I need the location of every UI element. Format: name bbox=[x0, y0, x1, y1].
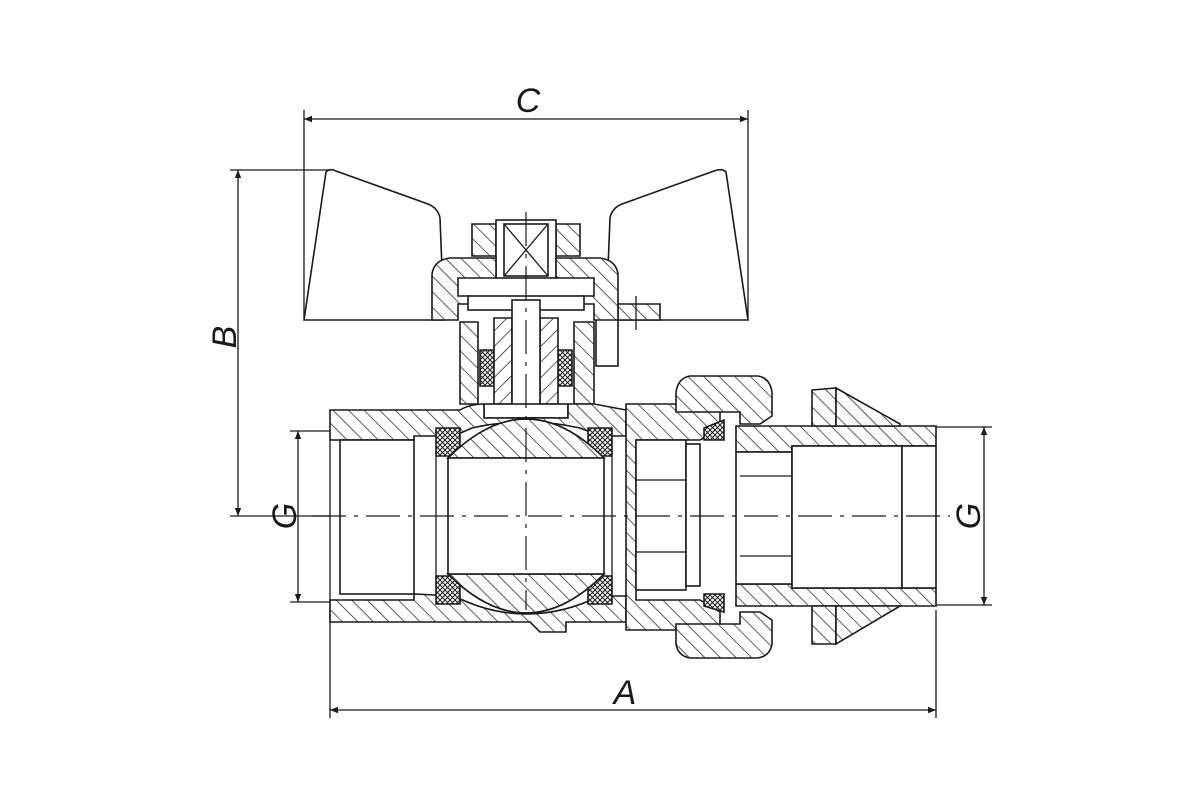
butterfly-handle bbox=[303, 168, 749, 367]
dimension-c-label: C bbox=[516, 82, 541, 120]
dimension-g-right-label: G bbox=[950, 503, 988, 529]
dimension-g-left: G bbox=[266, 430, 330, 603]
dimension-g-right: G bbox=[936, 426, 992, 606]
dimension-g-left-label: G bbox=[266, 503, 304, 529]
dimension-b-label: B bbox=[206, 326, 244, 349]
tailpiece bbox=[735, 386, 937, 646]
dimension-c: C bbox=[303, 82, 749, 318]
centre-lines bbox=[312, 212, 950, 610]
dimension-a: A bbox=[329, 610, 937, 718]
valve-body bbox=[329, 403, 627, 633]
dimension-b: B bbox=[206, 169, 330, 517]
union-nut bbox=[675, 375, 773, 659]
dimension-a-label: A bbox=[612, 674, 637, 712]
